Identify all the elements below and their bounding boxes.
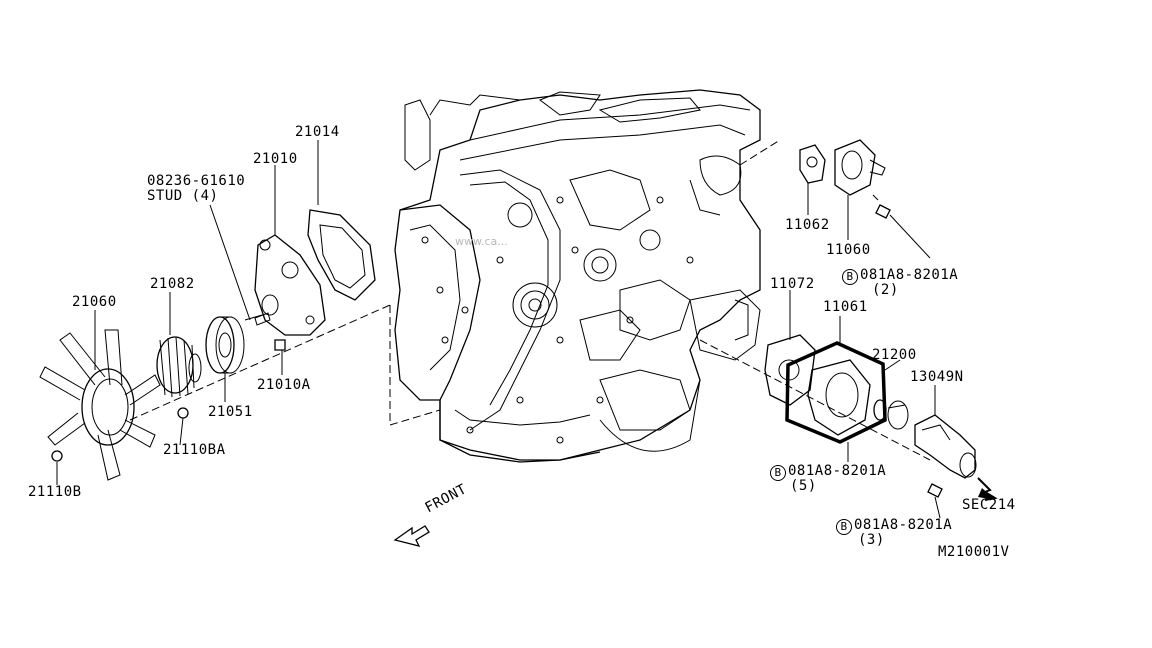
- engine-block: [394, 89, 761, 463]
- callout-11061: 11061: [823, 299, 868, 315]
- svg-text:www.ca...: www.ca...: [455, 235, 508, 248]
- bolt-b-part: 081A8-8201A: [788, 463, 887, 479]
- callout-stud-part: 08236-61610: [147, 173, 246, 189]
- callout-21051: 21051: [208, 404, 253, 420]
- gasket-21014: [307, 209, 376, 301]
- gasket-11062: [799, 144, 826, 184]
- pulley: [205, 316, 245, 374]
- assembly-dash-lines: [129, 139, 931, 461]
- callout-11060: 11060: [826, 242, 871, 258]
- watermark: www.ca...: [455, 235, 508, 248]
- fan-clutch: [156, 336, 202, 398]
- callout-21060: 21060: [72, 294, 117, 310]
- callout-11072: 11072: [770, 276, 815, 292]
- sec214-arrow: [977, 477, 998, 501]
- callout-21010: 21010: [253, 151, 298, 167]
- callout-11062: 11062: [785, 217, 830, 233]
- bolt-symbol-icon: B: [842, 269, 858, 285]
- callout-bolt-c-qty: (3): [858, 532, 885, 548]
- block-bolt-dots: [421, 196, 694, 444]
- bolt-a-part: 081A8-8201A: [860, 267, 959, 283]
- bolt-symbol-icon: B: [836, 519, 852, 535]
- callout-21014: 21014: [295, 124, 340, 140]
- highlight-hexagon: [785, 341, 887, 444]
- callout-sec214: SEC214: [962, 497, 1016, 513]
- nut-21110ba: [177, 407, 189, 419]
- callout-21082: 21082: [150, 276, 195, 292]
- callout-leaders: [56, 140, 941, 519]
- callout-21110b: 21110B: [28, 484, 82, 500]
- fan: [39, 329, 161, 481]
- bolt-081a8-3: [927, 483, 943, 498]
- callout-21010a: 21010A: [257, 377, 311, 393]
- bolt-081a8-2: [872, 194, 891, 219]
- water-inlet-13049n: [914, 414, 977, 479]
- bolt-21010a: [274, 339, 286, 351]
- callout-13049n: 13049N: [910, 369, 964, 385]
- bolt-c-part: 081A8-8201A: [854, 517, 953, 533]
- water-outlet-11060: [834, 139, 886, 196]
- callout-stud-desc: STUD (4): [147, 188, 219, 204]
- front-arrow-icon: [393, 525, 430, 547]
- callout-bolt-b-qty: (5): [790, 478, 817, 494]
- stud: [254, 312, 271, 326]
- water-pump: [244, 234, 326, 336]
- nut-21110b: [51, 450, 63, 470]
- thermostat: [873, 399, 909, 430]
- callout-bolt-a-qty: (2): [872, 282, 899, 298]
- diagram-id: M210001V: [938, 544, 1010, 560]
- bolt-symbol-icon: B: [770, 465, 786, 481]
- callout-21200: 21200: [872, 347, 917, 363]
- callout-21110ba: 21110BA: [163, 442, 226, 458]
